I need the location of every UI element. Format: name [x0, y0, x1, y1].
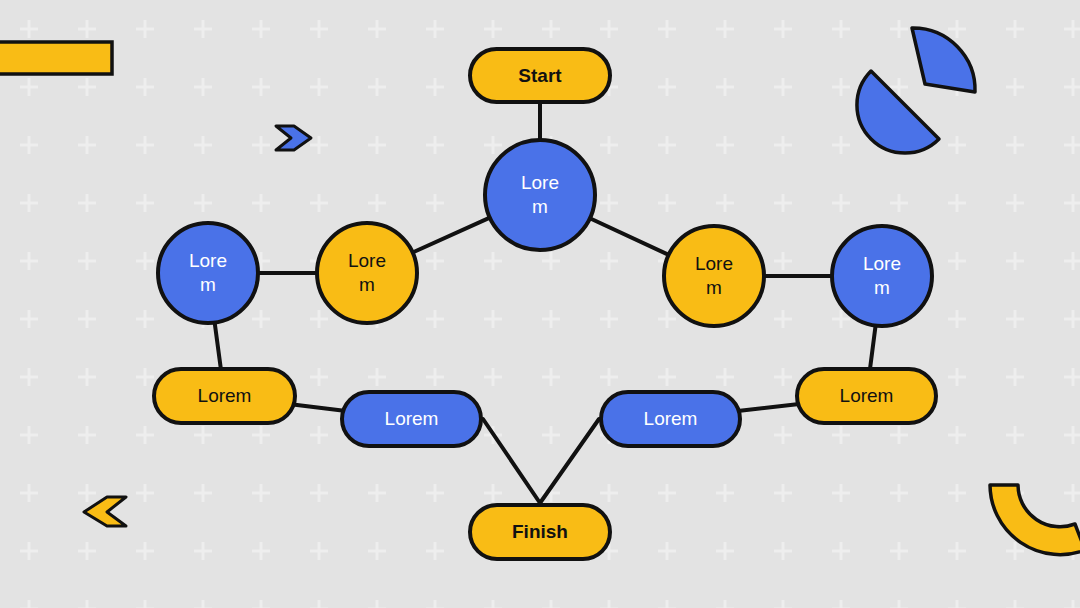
process-circle: Lorem — [483, 138, 597, 252]
process-circle: Lorem — [315, 221, 419, 325]
circle-shape — [158, 223, 258, 323]
connector-line — [413, 218, 490, 253]
circle-shape — [485, 140, 595, 250]
pill-shape — [797, 369, 936, 423]
connector-line — [538, 102, 542, 140]
process-circle: Lorem — [662, 224, 766, 328]
connector-line — [870, 326, 876, 369]
connector-line — [540, 419, 599, 503]
node-label: Lorem — [644, 407, 698, 431]
node-label: Lorem — [343, 249, 391, 297]
yellow-bar — [0, 42, 112, 74]
pill-shape — [342, 392, 481, 446]
connector-line — [740, 404, 797, 411]
blue-chevron — [276, 126, 311, 150]
node-label: Lorem — [690, 252, 738, 300]
connector-line — [295, 405, 342, 411]
node-label: Lorem — [516, 171, 564, 219]
circle-shape — [317, 223, 417, 323]
node-label: Lorem — [184, 249, 232, 297]
blue-wedge — [912, 28, 975, 92]
circle-outline — [830, 224, 934, 328]
circle-shape — [832, 226, 932, 326]
process-circle: Lorem — [830, 224, 934, 328]
process-pill: Lorem — [152, 367, 297, 425]
process-circle: Lorem — [156, 221, 260, 325]
circle-shape — [664, 226, 764, 326]
circle-outline — [662, 224, 766, 328]
process-pill: Lorem — [340, 390, 483, 448]
node-label: Start — [518, 64, 561, 88]
circle-outline — [156, 221, 260, 325]
yellow-ring-arc — [990, 485, 1080, 555]
node-label: Finish — [512, 520, 568, 544]
process-pill: Finish — [468, 503, 612, 561]
pill-shape — [601, 392, 740, 446]
process-pill: Lorem — [795, 367, 938, 425]
connector-line — [764, 274, 832, 278]
yellow-chevron — [84, 497, 126, 526]
node-label: Lorem — [858, 252, 906, 300]
process-pill: Start — [468, 47, 612, 104]
circle-outline — [315, 221, 419, 325]
pill-shape — [470, 49, 610, 102]
connector-line — [258, 271, 317, 275]
pill-shape — [470, 505, 610, 559]
connector-line — [215, 323, 221, 369]
node-label: Lorem — [198, 384, 252, 408]
circle-outline — [483, 138, 597, 252]
process-pill: Lorem — [599, 390, 742, 448]
pill-shape — [154, 369, 295, 423]
connector-line — [590, 218, 669, 255]
connector-line — [483, 419, 540, 503]
node-label: Lorem — [385, 407, 439, 431]
node-label: Lorem — [840, 384, 894, 408]
